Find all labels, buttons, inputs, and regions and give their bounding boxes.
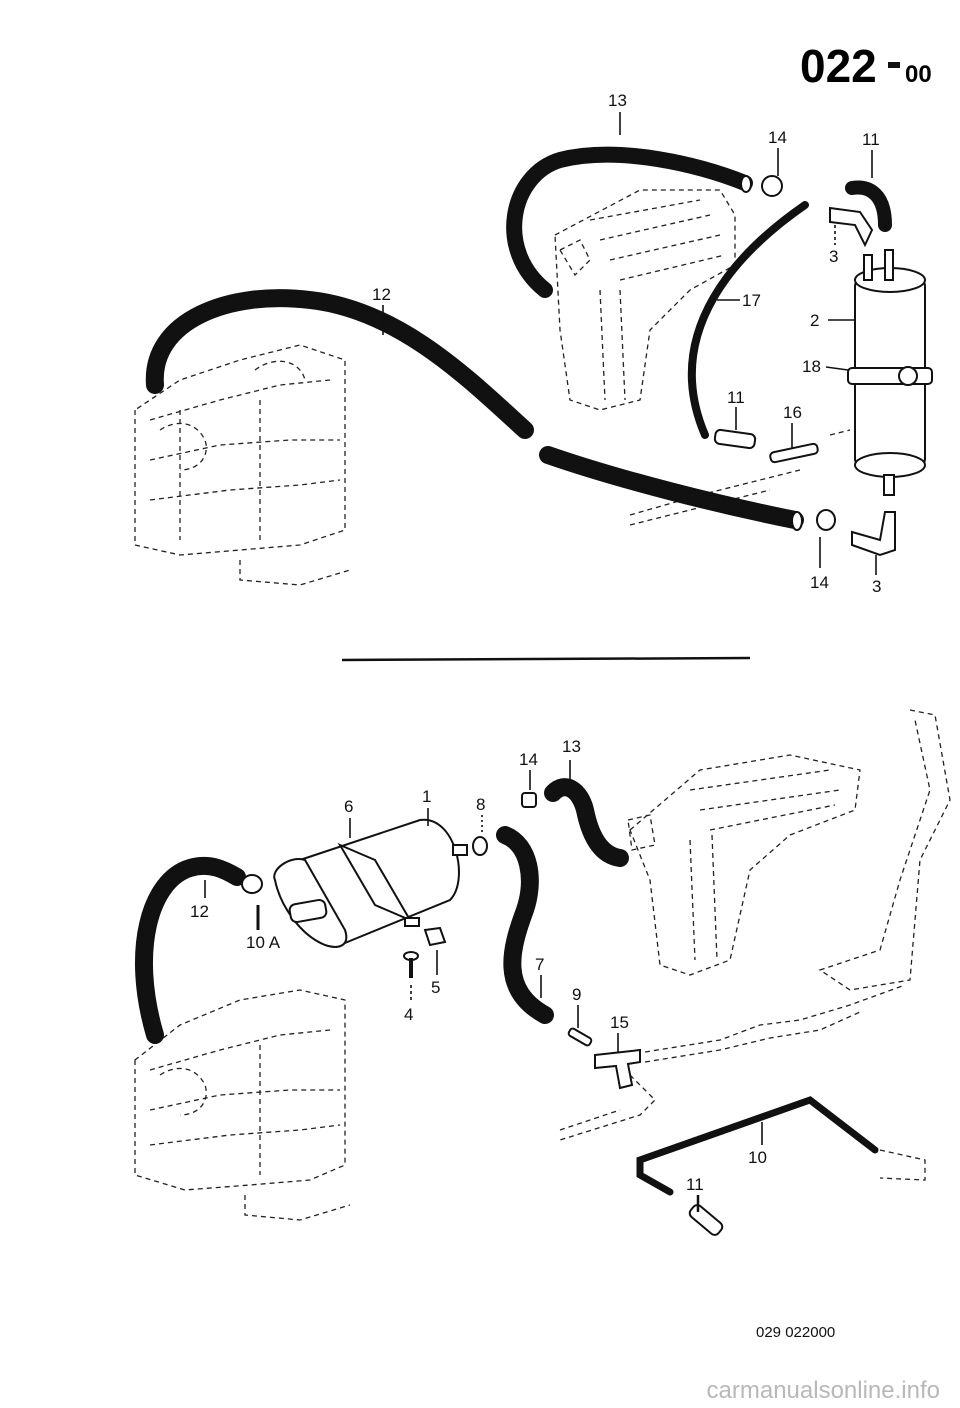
watermark-text: carmanualsonline.info [707,1377,940,1404]
page-code: 022 00 [800,40,932,92]
pipe-outline-lower [559,984,926,1181]
section-divider [341,656,751,662]
callout-9: 9 [572,985,581,1004]
engine-outline-lower [134,989,351,1221]
callout-3-bottom: 3 [872,577,881,596]
elbow-3-top [829,206,874,248]
clip-5 [423,926,447,947]
callout-11-lower: 11 [686,1175,704,1194]
callout-12-upper: 12 [372,285,391,304]
callout-14-lower: 14 [519,750,538,769]
hose-11-lower [688,1204,724,1236]
hose-13-upper [506,146,753,298]
callout-16: 16 [783,403,802,422]
line-17-upper [687,201,809,439]
pipe-9 [567,1027,593,1047]
intake-outline-upper [554,189,736,411]
canister-2 [847,249,933,496]
lower-diagram: 1 6 8 14 13 12 10 A 4 5 7 9 15 10 11 [134,709,951,1236]
callout-8: 8 [476,795,485,814]
callout-14-bottom: 14 [810,573,829,592]
upper-diagram: 13 14 11 3 2 18 17 12 11 16 14 3 [134,91,933,596]
callout-15: 15 [610,1013,629,1032]
connector-16 [769,442,819,464]
callout-11-mid: 11 [727,388,745,407]
hose-12-lower [135,856,246,1044]
callout-3-top: 3 [829,247,838,266]
callout-6: 6 [344,797,353,816]
callout-18: 18 [802,357,821,376]
clamp-14-bottom [816,509,836,531]
page-code-suffix: 00 [905,61,932,88]
leader-18 [825,366,849,371]
callout-4: 4 [404,1005,413,1024]
tee-15 [594,1048,641,1090]
screw-4 [403,951,419,978]
callout-7: 7 [535,955,544,974]
callout-10a: 10 A [246,933,281,952]
callout-12-lower: 12 [190,902,209,921]
callout-10: 10 [748,1148,767,1167]
page-code-dash [888,62,900,68]
clamp-14-lower [521,792,537,808]
hose-12-upper [145,289,804,531]
intake-outline-lower [627,709,951,991]
elbow-3-bottom [851,511,896,557]
canister-1 [273,818,468,948]
callout-11-top: 11 [862,130,880,149]
clamp-10a [241,874,263,894]
grommet-8 [472,836,488,856]
hose-7 [496,826,554,1024]
clamp-14-top [761,175,783,197]
callout-13-upper: 13 [608,91,627,110]
callout-13-lower: 13 [562,737,581,756]
hose-13-lower [544,778,629,867]
callout-1: 1 [422,787,431,806]
page-code-number: 022 [800,40,877,92]
callout-14-top: 14 [768,128,787,147]
engine-outline-upper [134,344,351,586]
callout-5: 5 [431,978,440,997]
figure-reference: 029 022000 [756,1324,835,1341]
callout-2: 2 [810,311,819,330]
hose-11-mid [713,428,757,450]
line-10 [636,1096,879,1196]
callout-17: 17 [742,291,761,310]
